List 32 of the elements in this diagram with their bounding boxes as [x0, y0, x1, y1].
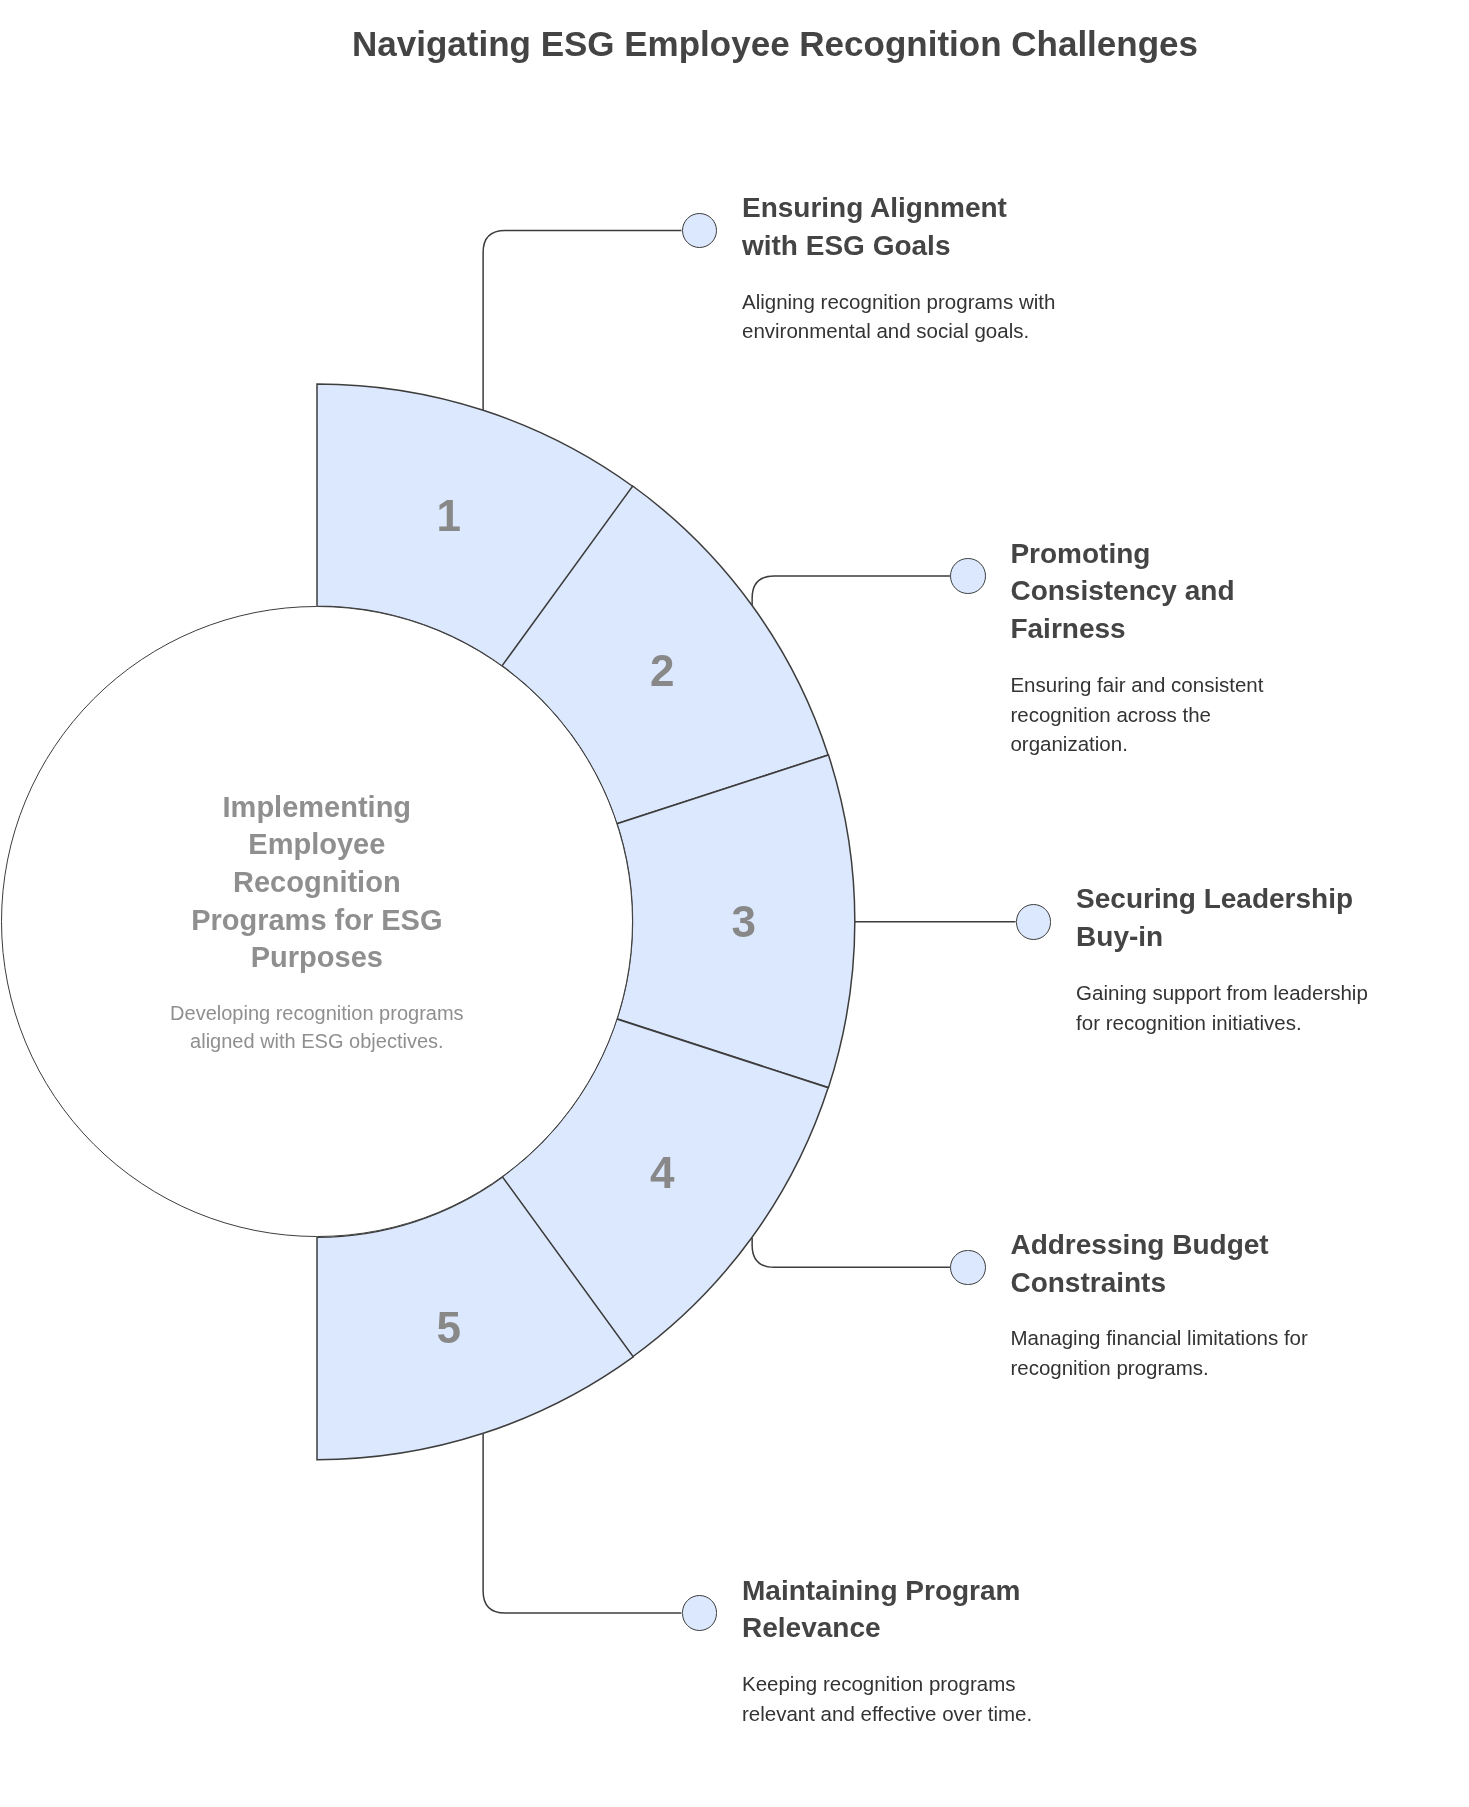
marker-circle: [681, 212, 718, 249]
marker-circle: [681, 1595, 718, 1631]
segment-number: 1: [436, 490, 461, 541]
challenge-heading: Maintaining Program Relevance: [742, 1573, 1022, 1646]
center-description: Developing recognition programs aligned with ESG objectives.: [169, 1000, 465, 1054]
ring-segment: [316, 383, 634, 667]
connector-line: [482, 229, 683, 411]
connector-line: [751, 1237, 951, 1269]
ring-segment: [617, 755, 855, 1088]
challenge-heading: Ensuring Alignment with ESG Goals: [742, 190, 1008, 263]
connector-line: [854, 921, 1017, 923]
ring-segment: [502, 486, 829, 825]
segment-number: 5: [436, 1302, 461, 1353]
challenge-description: Aligning recognition programs with environmental and social goals.: [742, 288, 1057, 345]
challenge-description: Ensuring fair and consistent recognition across the organization.: [1010, 672, 1265, 758]
challenge-heading: Addressing Budget Constraints: [1010, 1227, 1270, 1300]
segment-number: 3: [731, 896, 756, 947]
marker-circle: [949, 558, 986, 594]
segment-number: 2: [649, 645, 675, 696]
center-heading: Implementing Employee Recognition Programs for ESG Purposes: [190, 789, 444, 976]
challenge-heading: Promoting Consistency and Fairness: [1010, 536, 1236, 647]
challenge-heading: Securing Leadership Buy-in: [1076, 882, 1355, 955]
challenge-description: Managing financial limitations for recognition programs.: [1010, 1325, 1309, 1382]
challenge-description: Keeping recognition programs relevant and effective over time.: [742, 1671, 1034, 1727]
ring-segment: [316, 1177, 634, 1460]
segment-number: 4: [649, 1147, 675, 1198]
connector-line: [482, 1432, 683, 1614]
marker-circle: [1015, 903, 1052, 940]
diagram-title: Navigating ESG Employee Recognition Challenges: [352, 24, 1198, 64]
challenge-description: Gaining support from leadership for recognition initiatives.: [1076, 979, 1369, 1036]
marker-circle: [949, 1249, 986, 1286]
ring-segment: [502, 1019, 829, 1357]
